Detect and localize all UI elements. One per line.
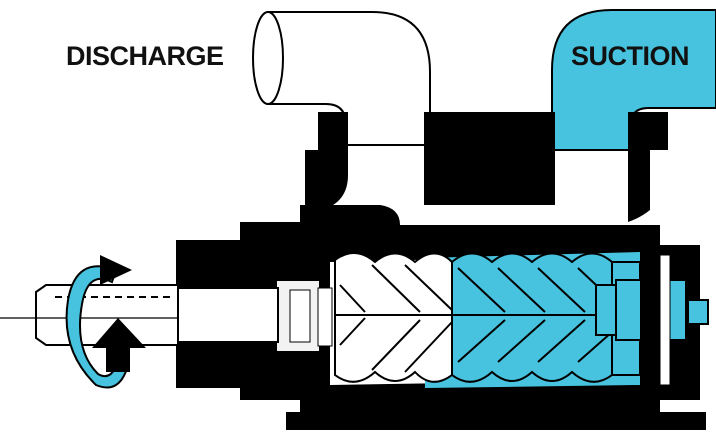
rotation-arrow-icon	[65, 255, 146, 389]
drive-shaft	[0, 284, 279, 346]
suction-label: SUCTION	[571, 41, 690, 71]
end-cap	[595, 250, 709, 390]
screw-rotor-right	[451, 252, 641, 383]
discharge-pipe	[252, 11, 431, 146]
shaft-seal	[275, 279, 333, 353]
discharge-label: DISCHARGE	[66, 41, 224, 71]
screw-rotor-left	[334, 252, 453, 383]
